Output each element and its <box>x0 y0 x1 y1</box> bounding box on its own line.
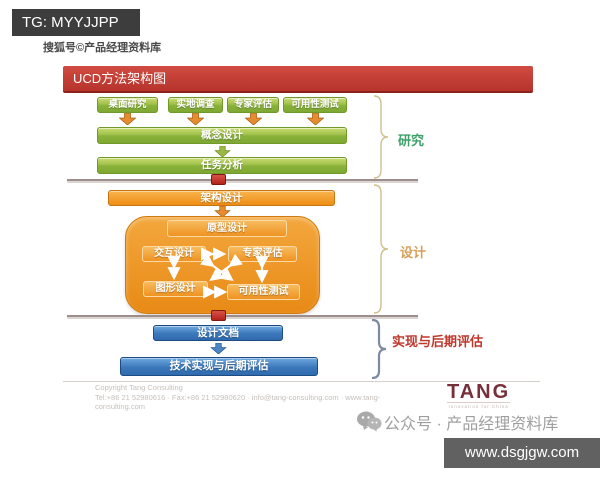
wechat-account-text: 公众号 · 产品经理资料库 <box>384 416 559 433</box>
stage-bar-task-analysis: 任务分析 <box>97 157 347 174</box>
stage-transition-arrow <box>211 310 226 321</box>
arrow-down-icon <box>214 146 231 157</box>
brace-implementation <box>371 319 387 379</box>
copyright-line: Copyright Tang Consulting <box>95 383 183 392</box>
stage-transition-arrow <box>211 174 226 185</box>
stage-bar-tech-implementation: 技术实现与后期评估 <box>120 357 318 376</box>
section-label-design: 设计 <box>400 245 427 260</box>
section-label-research: 研究 <box>398 133 425 148</box>
tang-logo: TANG Innovation for China <box>447 381 511 409</box>
stage-bar-concept-design: 概念设计 <box>97 127 347 144</box>
section-label-implementation: 实现与后期评估 <box>392 334 484 349</box>
arrow-down-icon <box>214 206 231 217</box>
tg-watermark-badge: TG: MYYJJPP <box>12 9 140 36</box>
site-watermark-badge: www.dsgjgw.com <box>444 438 600 468</box>
method-box-desk-research: 桌面研究 <box>97 97 158 113</box>
arrow-down-icon <box>119 113 136 125</box>
stage-divider <box>67 315 418 317</box>
brace-research <box>373 95 389 179</box>
copyright-line: consulting.com <box>95 402 146 411</box>
footer-divider <box>63 381 540 382</box>
stage-bar-architecture-design: 架构设计 <box>108 190 335 206</box>
arrow-down-icon <box>307 113 324 125</box>
method-box-expert-review: 专家评估 <box>227 97 279 113</box>
arrow-down-icon <box>187 113 204 125</box>
copyright-line: Tel:+86 21 52980616 · Fax:+86 21 5298062… <box>95 392 381 402</box>
method-box-field-study: 实地调查 <box>168 97 223 113</box>
stage-divider <box>67 179 418 181</box>
arrow-down-icon <box>210 343 227 354</box>
wechat-icon <box>357 411 382 432</box>
tang-logo-word: TANG <box>447 381 511 403</box>
copyright-text: Copyright Tang Consulting Tel:+86 21 529… <box>95 383 440 412</box>
box-usability-test: 可用性测试 <box>227 284 300 300</box>
sohu-credit-text: 搜狐号©产品经理资料库 <box>43 42 162 54</box>
brace-design <box>373 184 389 314</box>
method-box-usability-test: 可用性测试 <box>283 97 347 113</box>
diagram-title-bar: UCD方法架构图 <box>63 66 533 93</box>
tang-logo-tagline: Innovation for China <box>447 402 511 409</box>
box-prototype-design: 原型设计 <box>167 220 287 237</box>
cycle-arrows-icon <box>167 247 269 299</box>
arrow-down-icon <box>245 113 262 125</box>
stage-bar-design-document: 设计文档 <box>153 325 283 341</box>
